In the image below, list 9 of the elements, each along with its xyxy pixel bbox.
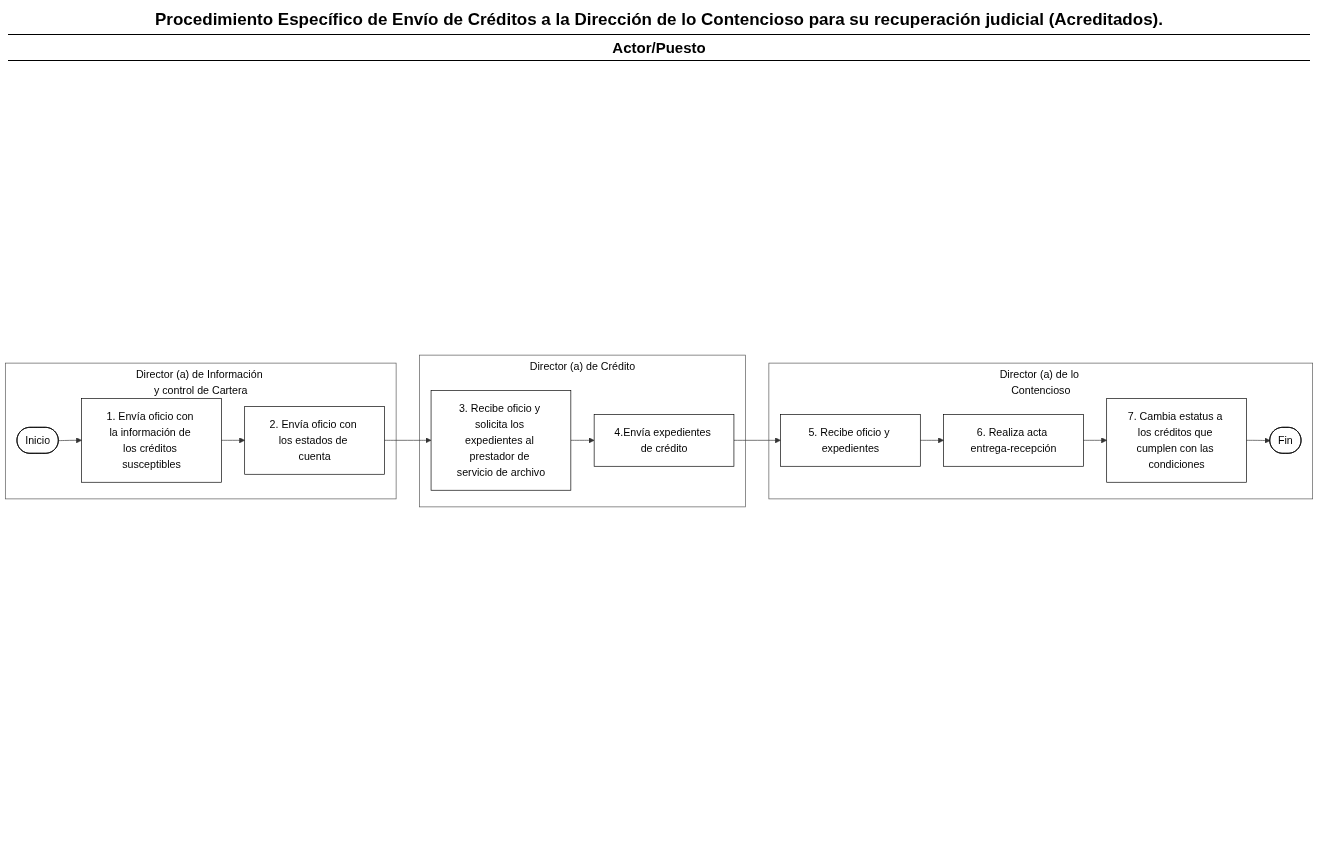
diagram-title: Procedimiento Específico de Envío de Créditos a la Dirección de lo Contencioso para su recuperación judicial (Acreditados). (154, 9, 1164, 31)
node-box: 6. Realiza acta entrega-recepción (943, 414, 1084, 467)
node-box: 1. Envía oficio con la información de los créditos susceptibles (81, 398, 222, 483)
node-box: 3. Recibe oficio y solicita los expedientes al prestador de servicio de archivo (430, 390, 572, 491)
node-box: 4.Envía expedientes de crédito (593, 414, 735, 467)
node-box: 2. Envía oficio con los estados de cuenta (244, 406, 385, 475)
node-box: 5. Recibe oficio y expedientes (780, 414, 921, 467)
node-box: 7. Cambia estatus a los créditos que cumplen con las condiciones (1106, 398, 1247, 483)
header-label: Actor/Puesto (612, 39, 706, 56)
